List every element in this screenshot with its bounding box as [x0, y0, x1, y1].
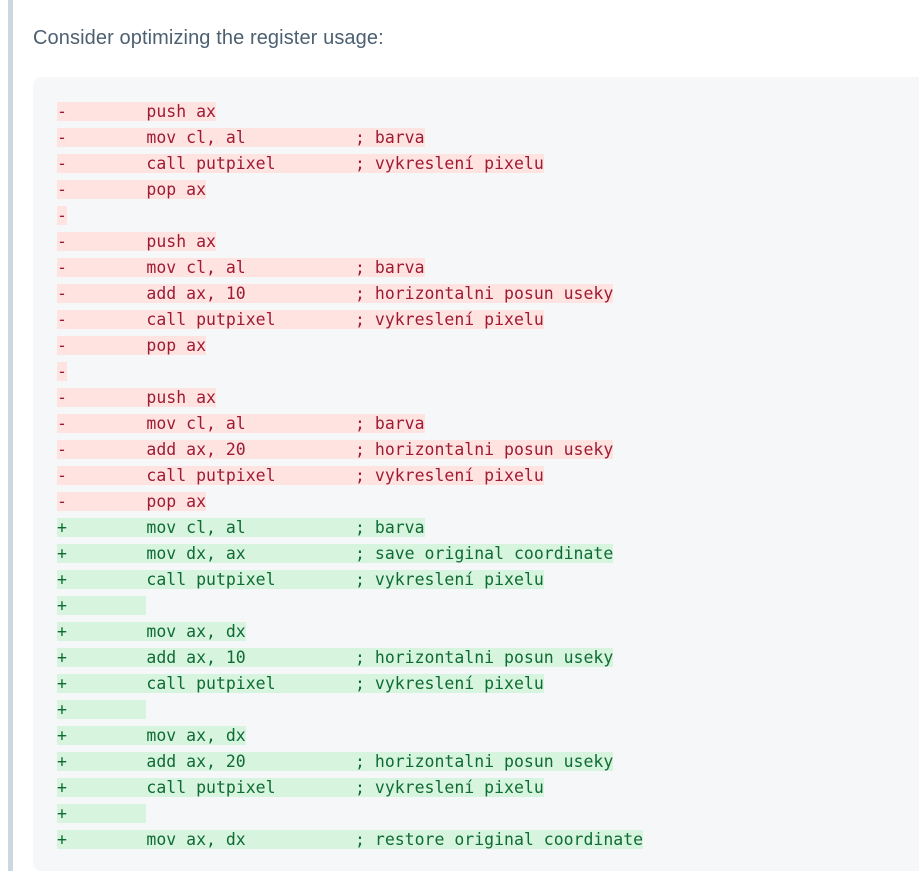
- diff-line-add-25: + add ax, 20 ; horizontalni posun useky: [33, 749, 919, 775]
- diff-line-text: +: [57, 596, 147, 615]
- diff-line-del-1: - mov cl, al ; barva: [33, 125, 919, 151]
- diff-line-text: + mov dx, ax ; save original coordinate: [57, 544, 614, 563]
- diff-line-text: - call putpixel ; vykreslení pixelu: [57, 310, 544, 329]
- diff-line-text: +: [57, 804, 147, 823]
- diff-code-listing: - push ax - mov cl, al ; barva - call putp…: [33, 77, 919, 853]
- diff-line-add-18: + call putpixel ; vykreslení pixelu: [33, 567, 919, 593]
- diff-line-text: + mov cl, al ; barva: [57, 518, 425, 537]
- diff-line-del-5: - push ax: [33, 229, 919, 255]
- diff-line-text: - push ax: [57, 102, 216, 121]
- diff-line-add-17: + mov dx, ax ; save original coordinate: [33, 541, 919, 567]
- diff-line-del-13: - add ax, 20 ; horizontalni posun useky: [33, 437, 919, 463]
- diff-line-text: - push ax: [57, 232, 216, 251]
- intro-paragraph: Consider optimizing the register usage:: [33, 27, 384, 49]
- diff-line-text: - call putpixel ; vykreslení pixelu: [57, 466, 544, 485]
- diff-line-text: - push ax: [57, 388, 216, 407]
- diff-line-del-7: - add ax, 10 ; horizontalni posun useky: [33, 281, 919, 307]
- diff-line-text: - call putpixel ; vykreslení pixelu: [57, 154, 544, 173]
- diff-line-text: - mov cl, al ; barva: [57, 128, 425, 147]
- diff-line-add-20: + mov ax, dx: [33, 619, 919, 645]
- diff-line-del-15: - pop ax: [33, 489, 919, 515]
- diff-line-text: + call putpixel ; vykreslení pixelu: [57, 674, 544, 693]
- diff-line-text: + add ax, 20 ; horizontalni posun useky: [57, 752, 614, 771]
- diff-line-text: -: [57, 206, 67, 225]
- content-column: Consider optimizing the register usage: …: [33, 0, 919, 871]
- diff-line-del-12: - mov cl, al ; barva: [33, 411, 919, 437]
- diff-line-text: - pop ax: [57, 336, 207, 355]
- diff-line-del-11: - push ax: [33, 385, 919, 411]
- diff-line-text: + mov ax, dx ; restore original coordina…: [57, 830, 644, 849]
- diff-line-add-21: + add ax, 10 ; horizontalni posun useky: [33, 645, 919, 671]
- diff-line-add-22: + call putpixel ; vykreslení pixelu: [33, 671, 919, 697]
- diff-line-del-6: - mov cl, al ; barva: [33, 255, 919, 281]
- diff-line-text: - pop ax: [57, 492, 207, 511]
- diff-line-add-24: + mov ax, dx: [33, 723, 919, 749]
- diff-line-text: - pop ax: [57, 180, 207, 199]
- diff-line-text: + mov ax, dx: [57, 622, 246, 641]
- diff-line-add-26: + call putpixel ; vykreslení pixelu: [33, 775, 919, 801]
- diff-line-add-27: +: [33, 801, 919, 827]
- diff-line-text: - mov cl, al ; barva: [57, 258, 425, 277]
- diff-line-del-4: -: [33, 203, 919, 229]
- diff-line-del-14: - call putpixel ; vykreslení pixelu: [33, 463, 919, 489]
- diff-line-del-8: - call putpixel ; vykreslení pixelu: [33, 307, 919, 333]
- left-accent-rail: [8, 0, 13, 871]
- diff-line-del-10: -: [33, 359, 919, 385]
- diff-line-add-19: +: [33, 593, 919, 619]
- code-block-diff: - push ax - mov cl, al ; barva - call putp…: [33, 77, 919, 871]
- diff-line-del-2: - call putpixel ; vykreslení pixelu: [33, 151, 919, 177]
- diff-line-text: + call putpixel ; vykreslení pixelu: [57, 570, 544, 589]
- diff-line-del-3: - pop ax: [33, 177, 919, 203]
- diff-line-text: - add ax, 20 ; horizontalni posun useky: [57, 440, 614, 459]
- diff-line-text: + mov ax, dx: [57, 726, 246, 745]
- diff-line-text: + call putpixel ; vykreslení pixelu: [57, 778, 544, 797]
- diff-line-text: + add ax, 10 ; horizontalni posun useky: [57, 648, 614, 667]
- diff-line-add-23: +: [33, 697, 919, 723]
- diff-line-del-9: - pop ax: [33, 333, 919, 359]
- diff-line-add-16: + mov cl, al ; barva: [33, 515, 919, 541]
- diff-line-add-28: + mov ax, dx ; restore original coordina…: [33, 827, 919, 853]
- diff-line-text: - mov cl, al ; barva: [57, 414, 425, 433]
- diff-line-del-0: - push ax: [33, 99, 919, 125]
- diff-line-text: - add ax, 10 ; horizontalni posun useky: [57, 284, 614, 303]
- diff-line-text: +: [57, 700, 147, 719]
- diff-line-text: -: [57, 362, 67, 381]
